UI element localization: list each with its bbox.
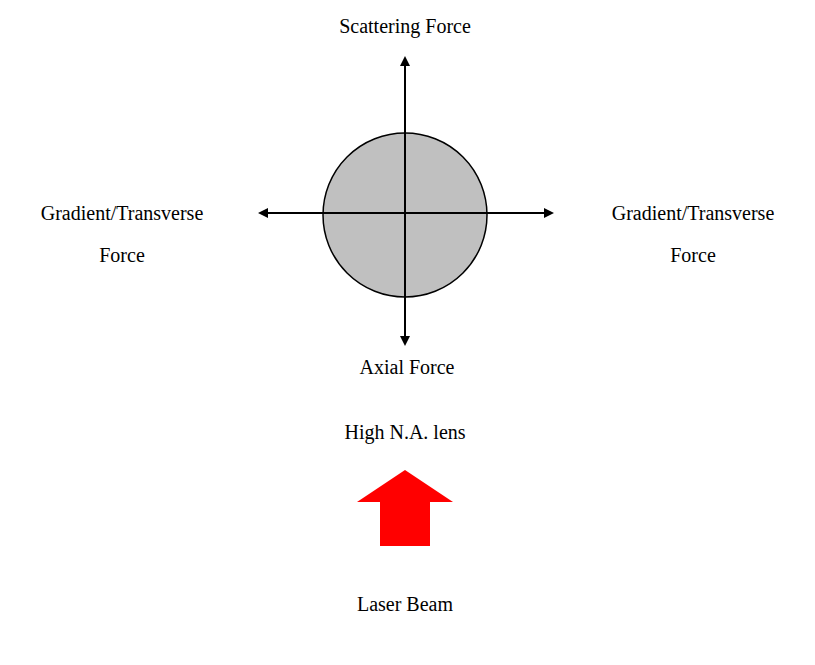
axial-cone: Axial Force <box>258 290 556 387</box>
lens-ellipse: High N.A. lens <box>231 408 579 456</box>
node-text: High N.A. lens <box>344 420 465 444</box>
node-text: Axial Force <box>360 355 455 379</box>
force-label: Gradient/Transverse Force <box>593 192 793 276</box>
gradient-arrow <box>260 212 552 214</box>
force-label: Gradient/Transverse Force <box>22 192 222 276</box>
node-text: Scattering Force <box>339 14 471 38</box>
laser-beam-arrow <box>357 470 453 546</box>
scattering-arrow <box>404 58 406 215</box>
scattering-cone: Scattering Force <box>255 2 555 135</box>
axial-arrow <box>404 215 406 344</box>
beam-label: Laser Beam <box>305 592 505 616</box>
